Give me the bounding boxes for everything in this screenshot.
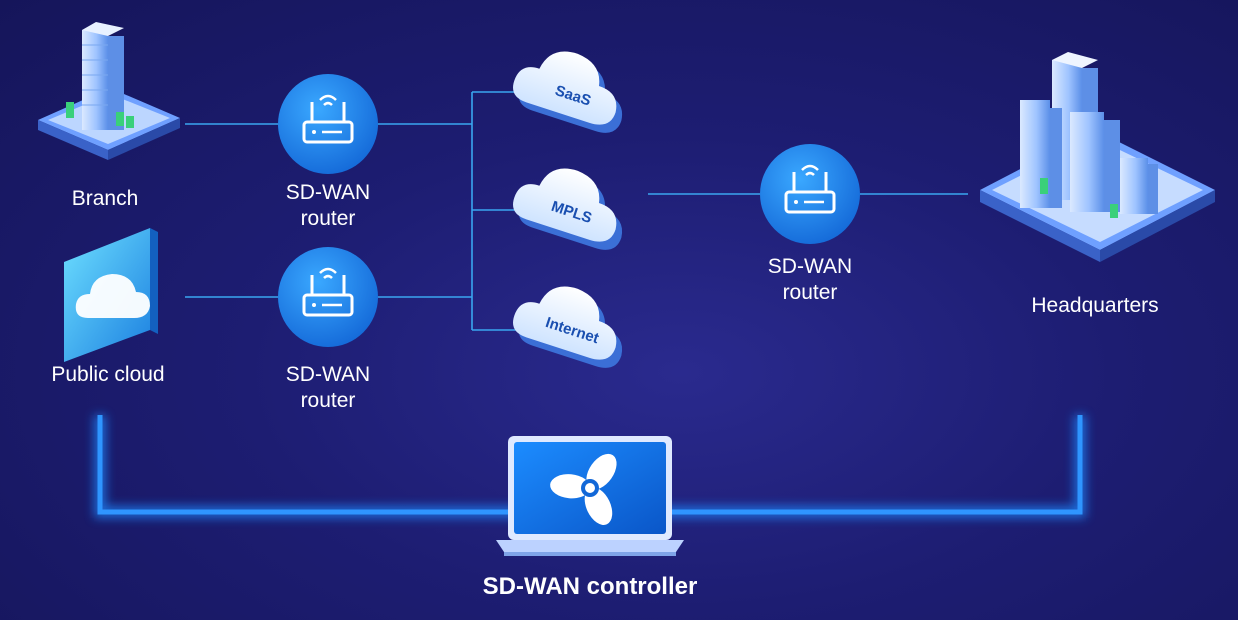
router-bottom-icon: [278, 247, 378, 347]
public-cloud-icon: [64, 228, 158, 362]
controller-laptop-icon: [496, 436, 684, 556]
controller-label-text: SD-WAN controller: [482, 573, 698, 600]
branch-building-icon: [38, 22, 180, 160]
branch-label-text: Branch: [71, 187, 139, 210]
router-top-icon: [278, 74, 378, 174]
headquarters-building-icon: [980, 52, 1215, 262]
connection-lines: [185, 91, 968, 331]
router-bottom-label-line2: router: [300, 389, 356, 412]
router-top-label-line1: SD-WAN: [285, 181, 371, 204]
router-top-label-line2: router: [300, 207, 356, 230]
router-hq-icon: [760, 144, 860, 244]
router-top-label: SD-WAN router: [268, 180, 388, 232]
branch-label: Branch: [40, 186, 170, 212]
controller-label: SD-WAN controller: [440, 574, 740, 600]
router-hq-label: SD-WAN router: [750, 254, 870, 306]
public-cloud-label: Public cloud: [28, 362, 188, 388]
saas-cloud-icon: SaaS: [513, 51, 623, 133]
router-hq-label-line2: router: [782, 281, 838, 304]
headquarters-label: Headquarters: [1000, 293, 1190, 319]
router-hq-label-line1: SD-WAN: [767, 255, 853, 278]
internet-cloud-icon: Internet: [513, 286, 623, 368]
headquarters-label-text: Headquarters: [1031, 294, 1159, 317]
router-bottom-label: SD-WAN router: [268, 362, 388, 414]
mpls-cloud-icon: MPLS: [513, 168, 623, 250]
public-cloud-label-text: Public cloud: [51, 363, 165, 386]
controller-fan-logo-icon: [550, 453, 617, 525]
router-bottom-label-line1: SD-WAN: [285, 363, 371, 386]
